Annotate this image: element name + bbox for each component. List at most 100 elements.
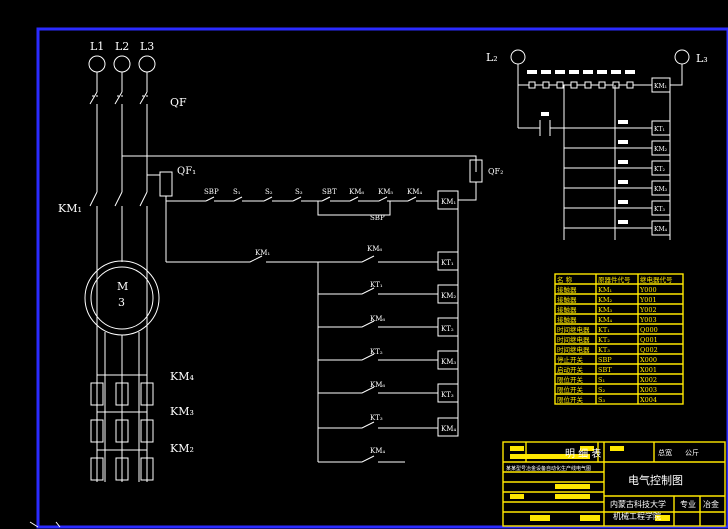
title-block: 明 细 表 总宽 公斤 某某型号冶金设备自动化生产线电气图 电气控制图 内蒙古科… <box>502 441 726 527</box>
plc-output-label: KT₂ <box>654 166 665 173</box>
io-header-cell: 继电器代号 <box>640 275 673 284</box>
io-cell: 接触器 <box>557 305 577 314</box>
branch1-coil: KM₂ <box>441 292 456 300</box>
title-tag1: 总宽 <box>658 448 672 457</box>
io-cell: 限位开关 <box>557 395 584 404</box>
plc-output-contact <box>618 120 628 124</box>
row1-contact <box>263 196 273 202</box>
plc-contact-box <box>528 81 536 89</box>
row1-contact-gap <box>293 199 301 203</box>
plc-contact-box <box>556 81 564 89</box>
coil-KT2 <box>437 317 459 337</box>
plc-coil-KM1 <box>651 77 671 93</box>
plc-label-left: L₂ <box>486 51 498 64</box>
row2-label-KM6: KM₆ <box>367 245 382 253</box>
io-cell: 限位开关 <box>557 375 584 384</box>
drawing-title: 电气控制图 <box>628 473 683 487</box>
label-KM3-power: KM₃ <box>170 405 194 418</box>
row1-label-S3: S₃ <box>295 188 303 196</box>
plc-label-right: L₃ <box>696 52 708 65</box>
io-cell: 限位开关 <box>557 385 584 394</box>
row2-label-KM1: KM₁ <box>255 249 270 257</box>
title-description: 某某型号冶金设备自动化生产线电气图 <box>506 465 591 472</box>
plc-output-coil <box>651 140 671 156</box>
io-cell: Y001 <box>639 296 657 304</box>
io-cell: X001 <box>640 366 657 374</box>
branch2-coil: KT₂ <box>441 325 454 333</box>
coil-KT3 <box>437 383 459 403</box>
branch-3: KT₂ KM₃ <box>318 348 459 370</box>
label-SBP-bypass: SBP <box>370 214 385 222</box>
io-header-cell: 名 称 <box>557 275 573 284</box>
plc-output-coil <box>651 200 671 216</box>
dept-value: 冶金 <box>703 499 719 509</box>
terminal-L2 <box>113 55 131 73</box>
row1-contact <box>349 196 359 202</box>
branch2-contact: KM₆ <box>370 315 385 323</box>
branch1-contact: KT₁ <box>370 281 383 289</box>
plc-contact-box <box>626 81 634 89</box>
branch6-contact: KM₄ <box>370 447 385 455</box>
college-name: 机械工程学院 <box>613 511 661 521</box>
terminal-L3 <box>138 55 156 73</box>
coil-KM2 <box>437 284 459 304</box>
coil-KT1-label: KT₁ <box>441 259 454 267</box>
io-cell: SBP <box>598 356 612 364</box>
coil-KT1 <box>437 251 459 271</box>
label-L3: L3 <box>140 40 154 53</box>
io-cell: 接触器 <box>557 295 577 304</box>
plc-output-label: KM₂ <box>654 146 668 153</box>
io-cell: SBT <box>598 366 612 374</box>
terminal-L1 <box>88 55 106 73</box>
plc-contact <box>541 70 551 74</box>
branch-4: KM₆ KT₃ <box>318 381 459 403</box>
plc-contact-box <box>598 81 606 89</box>
row1-label-KM6: KM₆ <box>349 188 364 196</box>
row1-label-KM4: KM₄ <box>407 188 422 196</box>
row1-label-SBP: SBP <box>204 188 219 196</box>
io-header-cell: 原器件代号 <box>598 275 631 284</box>
row1-contact-gap <box>234 199 242 203</box>
plc-contact <box>597 70 607 74</box>
coil-KM1-label: KM₁ <box>441 198 456 206</box>
branch-6: KM₄ <box>318 447 405 463</box>
io-cell: KM₄ <box>598 316 613 324</box>
branch-1: KT₁ KM₂ <box>318 281 459 304</box>
branch3-contact: KT₂ <box>370 348 383 356</box>
label-L1: L1 <box>90 40 104 53</box>
plc-contact <box>583 70 593 74</box>
plc-output-coil <box>651 180 671 196</box>
plc-output-contact <box>618 220 628 224</box>
row1-contact <box>292 196 302 202</box>
branch-2: KM₆ KT₂ <box>318 315 459 337</box>
plc-output-label: KM₄ <box>654 226 668 233</box>
plc-output-contact <box>618 180 628 184</box>
label-QF: QF <box>170 96 187 109</box>
plc-contact-box <box>570 81 578 89</box>
io-cell: 接触器 <box>557 315 577 324</box>
branch5-contact: KT₃ <box>370 414 383 422</box>
io-cell: X003 <box>640 386 657 394</box>
row1-contact <box>378 196 388 202</box>
plc-terminal-right <box>674 49 690 65</box>
plc-output-label: KM₃ <box>654 186 668 193</box>
plc-terminal-left <box>510 49 526 65</box>
io-cell: S₂ <box>598 386 605 394</box>
plc-output-contact <box>618 200 628 204</box>
branch5-coil: KM₄ <box>441 425 456 433</box>
row1-contact-gap <box>264 199 272 203</box>
row1-label-S1: S₁ <box>233 188 241 196</box>
list-title: 明 细 表 <box>565 447 601 460</box>
io-cell: 接触器 <box>557 285 577 294</box>
row1-contact <box>407 196 417 202</box>
io-cell: KM₃ <box>598 306 613 314</box>
row1-contact <box>205 196 215 202</box>
plc-contact-box <box>542 81 550 89</box>
fuse-QF1 <box>159 171 173 197</box>
drawing-frame <box>36 27 728 529</box>
plc-output-contact <box>618 140 628 144</box>
io-cell: Y002 <box>639 306 657 314</box>
dept-label: 专业 <box>680 499 696 509</box>
row1-contact-gap <box>408 199 416 203</box>
plc-coil-KM1-label: KM₁ <box>654 83 667 90</box>
